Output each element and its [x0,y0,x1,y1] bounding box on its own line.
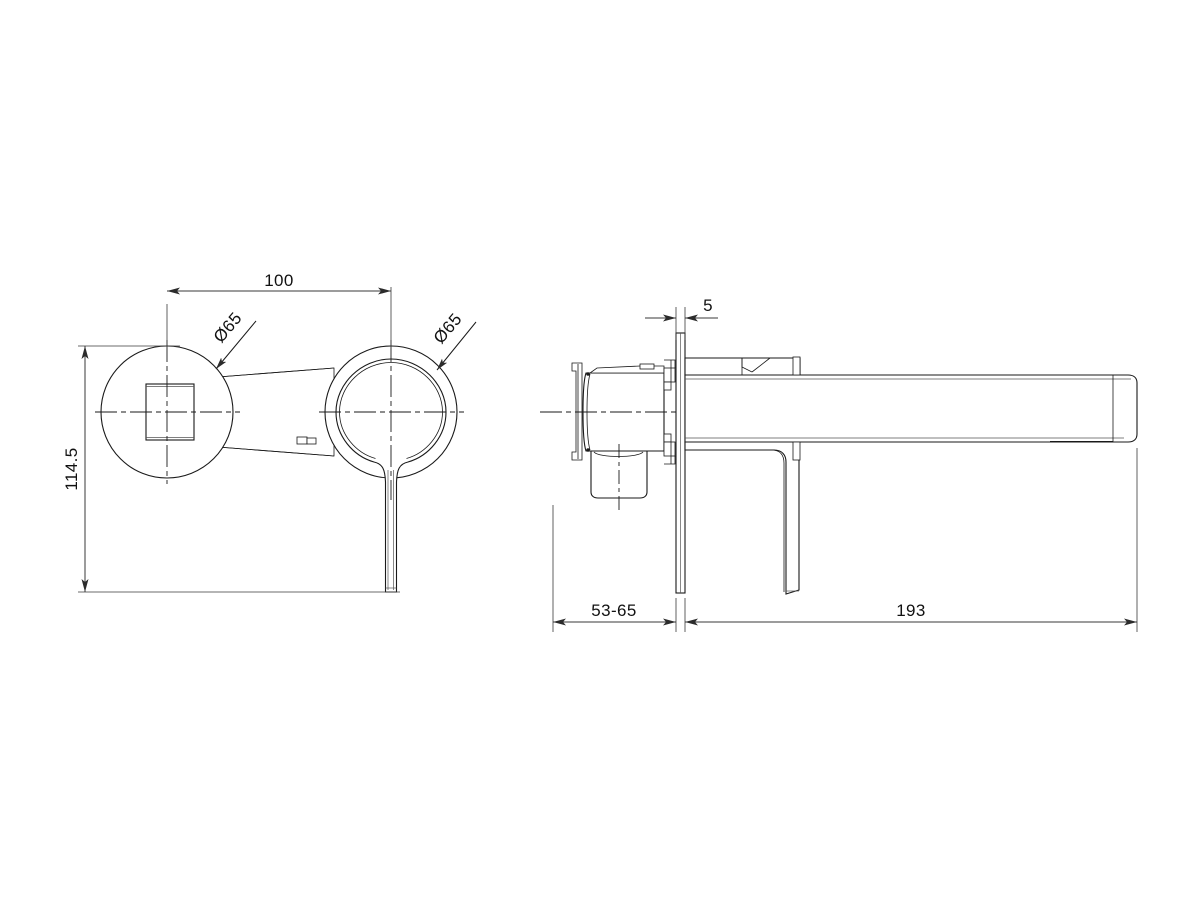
front-view-left-plate [95,340,240,484]
dimension-100-label: 100 [264,271,294,290]
side-view: 5 53-65 193 [540,296,1138,632]
front-view: 100 114.5 Ø65 Ø65 [62,271,477,593]
dimension-5-label: 5 [703,296,713,315]
diameter-label-right: Ø65 [430,310,477,371]
diameter-left-label: Ø65 [210,309,246,347]
side-view-lever-handle [684,441,801,595]
dimension-53-65: 53-65 [552,505,677,632]
dimension-193-label: 193 [896,601,926,620]
diameter-label-left: Ø65 [210,309,257,370]
dimension-53-65-label: 53-65 [591,601,636,620]
side-view-cartridge-body [540,359,700,510]
dimension-114-5: 114.5 [62,345,400,593]
dimension-114-5-label: 114.5 [62,447,81,490]
dimension-5: 5 [645,296,718,340]
dimension-193: 193 [684,448,1138,632]
side-view-spout [684,356,1138,443]
front-view-right-plate [319,340,464,593]
dimension-100: 100 [166,271,392,348]
side-view-wall-plate [675,332,686,594]
side-view-rear-bracket [571,362,583,461]
